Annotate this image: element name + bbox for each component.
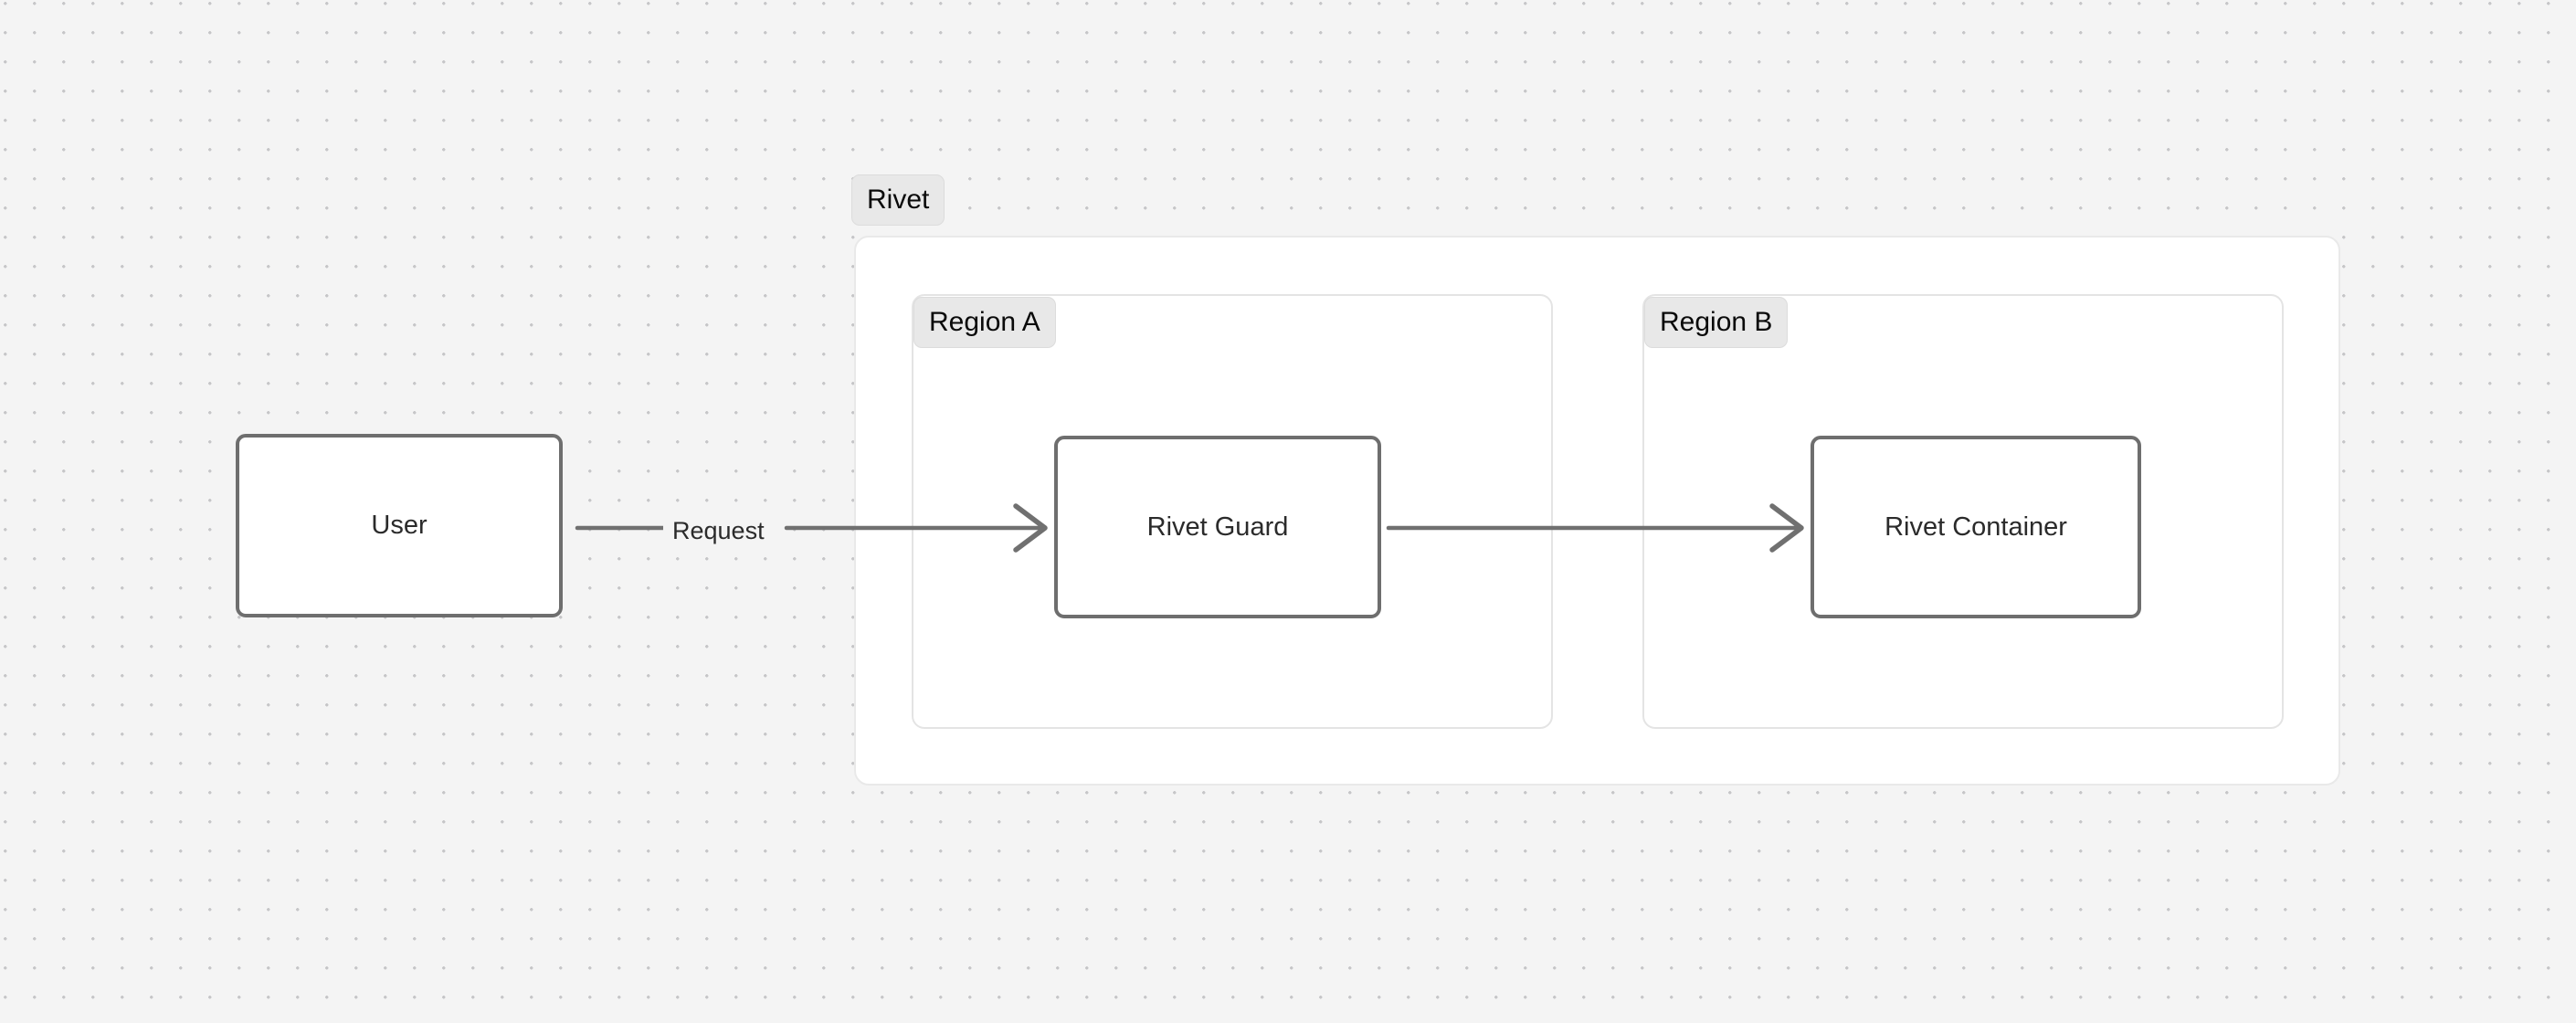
node-rivet-container[interactable]: Rivet Container <box>1811 436 2141 618</box>
node-user[interactable]: User <box>236 434 563 617</box>
group-label-region-a[interactable]: Region A <box>913 297 1056 348</box>
group-label-rivet[interactable]: Rivet <box>851 174 945 226</box>
group-label-region-b[interactable]: Region B <box>1644 297 1789 348</box>
edge-label-request[interactable]: Request <box>663 513 774 548</box>
node-rivet-guard[interactable]: Rivet Guard <box>1054 436 1381 618</box>
